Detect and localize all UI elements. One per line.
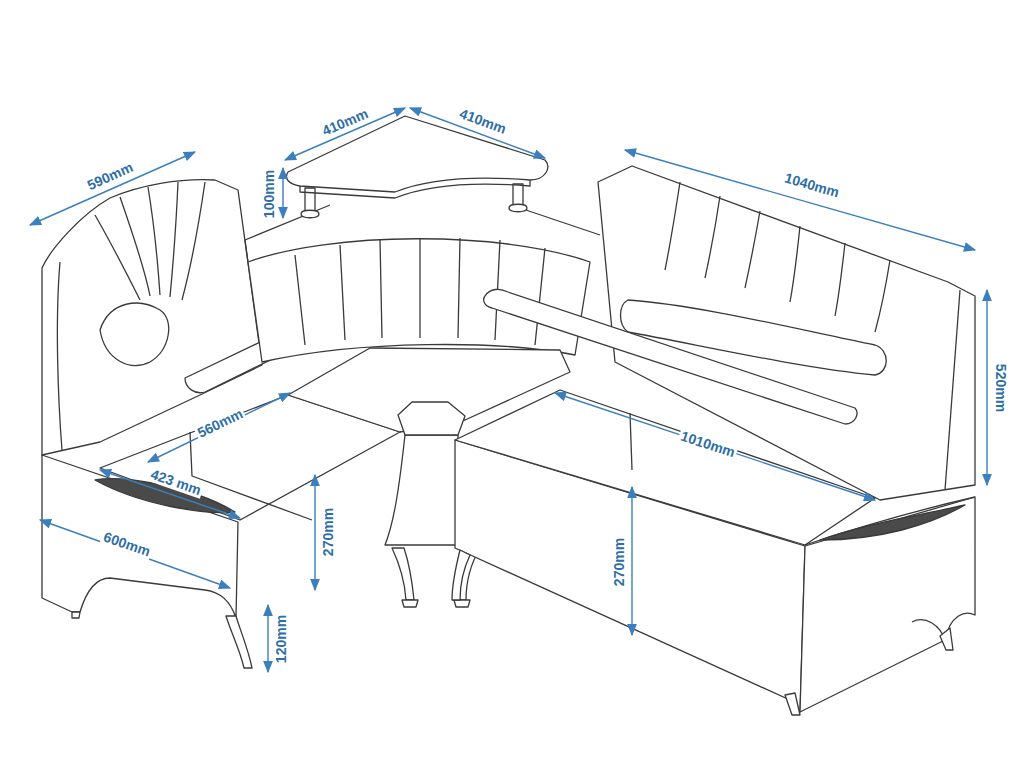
dimension-line <box>148 393 290 462</box>
arm-accent <box>820 505 965 540</box>
pleat-line <box>380 240 382 338</box>
dimension-label: 600mm <box>100 528 155 560</box>
dimension-label: 1040mm <box>781 169 843 201</box>
dimension-label: 410mm <box>456 105 511 138</box>
dimension-label: 410mm <box>318 104 372 139</box>
sofa-cushion <box>100 303 169 365</box>
dimension-line <box>30 152 195 225</box>
pleat-line <box>835 243 845 316</box>
pleat-line <box>120 197 150 296</box>
corner-back <box>248 239 590 362</box>
pleat-line <box>95 215 140 300</box>
seat-lid <box>484 289 857 424</box>
arm-lip <box>805 497 975 545</box>
sofa-leg <box>392 548 414 600</box>
pleat-line <box>182 182 205 300</box>
pleat-line <box>170 182 178 297</box>
dimension-line <box>625 150 975 250</box>
dimension-line <box>555 393 875 500</box>
pleat-line <box>745 211 760 288</box>
pleat-line <box>340 245 345 340</box>
dimension-label: 1010mm <box>677 427 739 461</box>
pleat-line <box>148 187 160 295</box>
dimension-label: 590mm <box>83 158 137 194</box>
corner-post <box>398 402 465 435</box>
dimension-label: 100mm <box>261 168 277 220</box>
sofa-edge <box>57 262 62 450</box>
sofa-leg <box>226 616 252 668</box>
storage-inner <box>630 413 632 470</box>
dimension-line <box>631 487 632 635</box>
sofa-edge <box>945 290 960 490</box>
pleat-line <box>665 182 680 270</box>
dimension-label: 270mm <box>320 506 336 558</box>
sofa-leg <box>452 550 470 600</box>
dimension-line <box>986 290 987 485</box>
pleat-line <box>790 226 800 302</box>
dimension-label: 120mm <box>273 613 289 665</box>
sofa-foot <box>402 600 418 607</box>
sofa-leg <box>72 612 80 618</box>
pleat-line <box>419 238 420 338</box>
sofa-drawing <box>42 116 975 715</box>
dimension-line <box>282 168 283 218</box>
dimension-label: 423 mm <box>147 465 205 498</box>
pleat-line <box>875 260 890 332</box>
dimension-line <box>314 475 315 590</box>
pleat-line <box>458 238 460 338</box>
sofa-leg <box>940 628 953 650</box>
corner-rail <box>245 205 600 262</box>
pleat-line <box>705 196 720 278</box>
dimension-lines <box>30 108 987 672</box>
table-foot <box>509 204 527 212</box>
dimension-label: 270mm <box>611 536 627 588</box>
pleat-line <box>295 255 305 345</box>
sofa-leg <box>785 693 800 715</box>
dimension-label: 520mm <box>993 362 1009 414</box>
dimension-line <box>267 605 268 672</box>
dimension-line <box>40 520 230 588</box>
sofa-back <box>42 180 262 455</box>
sofa-foot <box>454 600 470 607</box>
table-foot <box>301 210 319 218</box>
pleat-line <box>535 248 545 345</box>
dimension-label: 560mm <box>193 404 247 441</box>
